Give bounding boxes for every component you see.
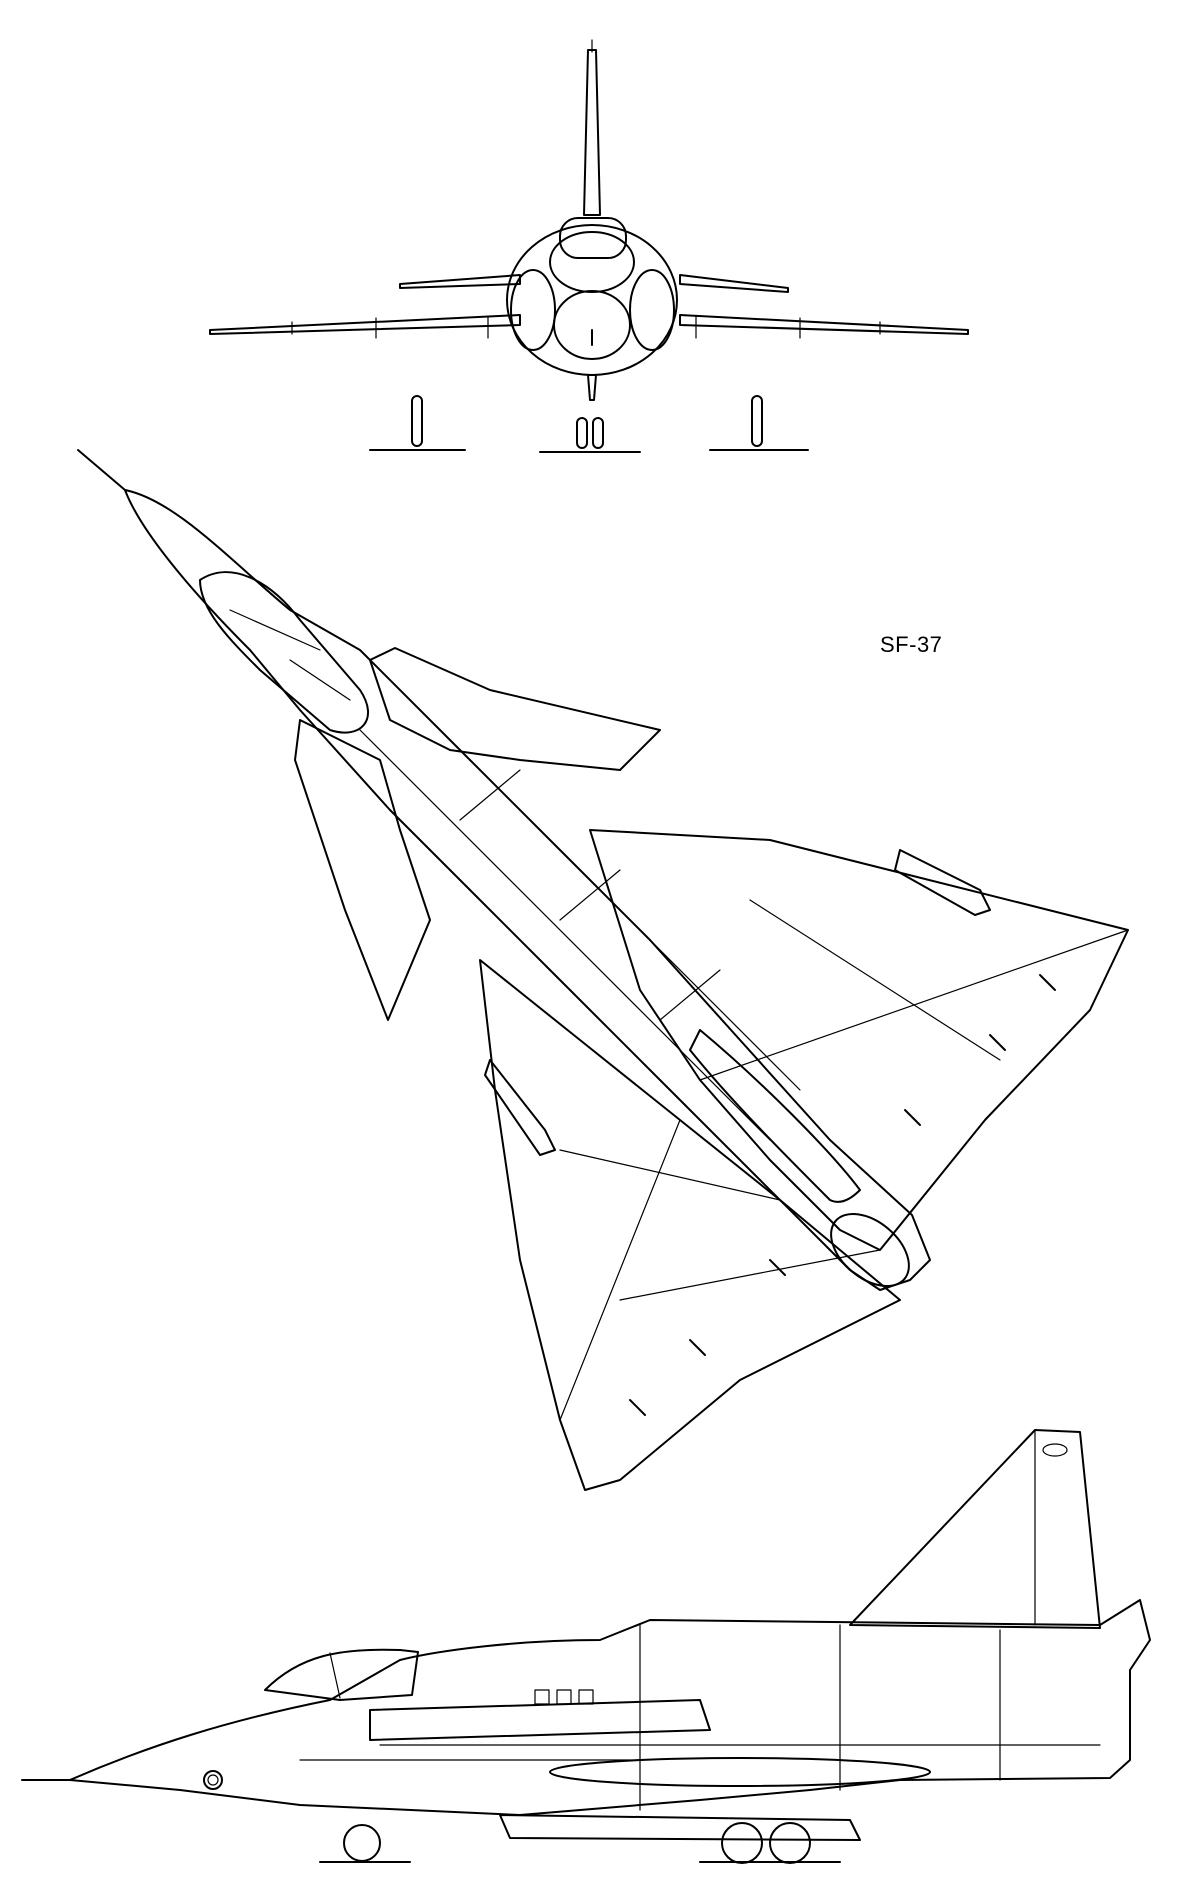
front-view-fin xyxy=(583,49,601,216)
plan-view xyxy=(77,449,1129,1491)
side-view-roundel xyxy=(203,1770,223,1790)
side-view xyxy=(21,1429,1151,1864)
side-view-fin xyxy=(849,1429,1101,1629)
plan-view-main-wing-left xyxy=(479,959,901,1491)
side-view-main-wheel-rear xyxy=(769,1822,811,1864)
plan-view-missile-right xyxy=(894,849,991,916)
side-view-canopy xyxy=(264,1648,419,1701)
plan-view-canopy xyxy=(199,571,370,734)
plan-view-pitot xyxy=(77,449,126,491)
side-view-fuselage xyxy=(69,1599,1151,1816)
front-view xyxy=(209,39,969,453)
front-view-canards xyxy=(399,274,521,289)
aircraft-designation-label: SF-37 xyxy=(880,632,943,657)
front-view-fuselage xyxy=(506,224,678,376)
side-view-nose-wheel xyxy=(343,1824,381,1862)
plan-view-nozzle xyxy=(830,1212,910,1288)
plan-view-canard xyxy=(369,647,661,771)
side-view-main-wheel-front xyxy=(721,1822,763,1864)
front-view-intake-right xyxy=(629,269,675,351)
plan-view-fuselage xyxy=(124,489,931,1291)
plan-view-missile-left xyxy=(484,1059,556,1156)
front-view-main-wing xyxy=(209,314,521,335)
front-view-intake-left xyxy=(510,269,556,351)
